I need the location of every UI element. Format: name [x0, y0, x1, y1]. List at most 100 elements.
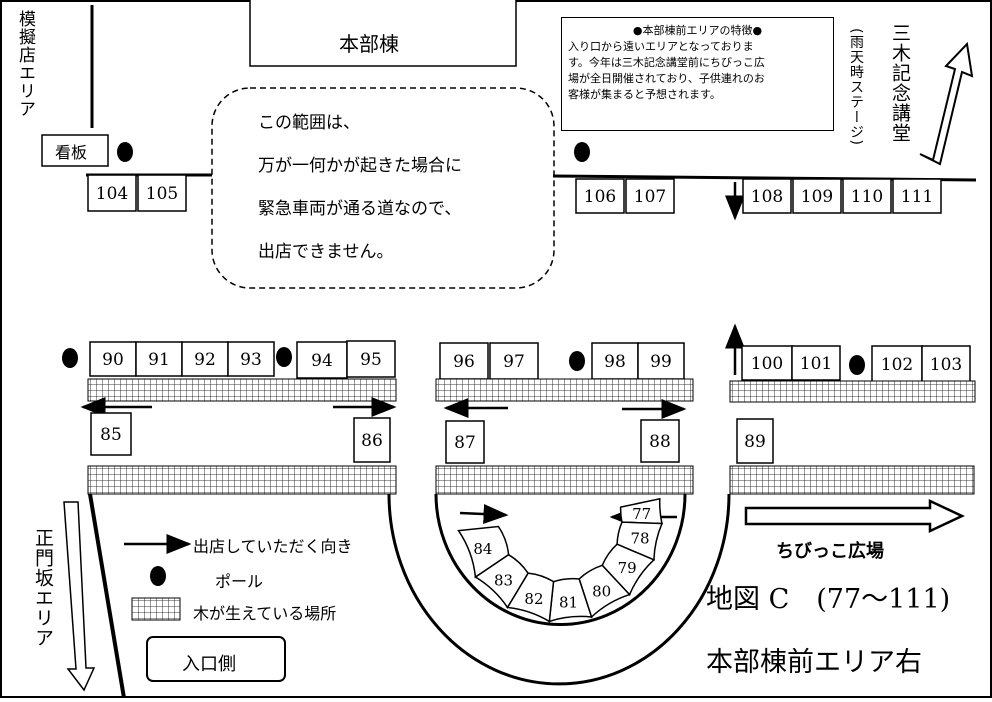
legend-pole-marker — [150, 566, 166, 586]
map-title: 地図 C (77～111) — [706, 584, 951, 615]
tree-strip-c — [729, 380, 976, 403]
booth-number-101: 101 — [800, 354, 832, 374]
entrance-label: 入口側 — [182, 654, 236, 675]
feature-line-1: 入り口から遠いエリアとなっておりま — [568, 40, 754, 53]
diagonal-road-edge — [88, 493, 126, 699]
map-subtitle: 本部棟前エリア右 — [706, 647, 922, 678]
signboard-box — [41, 134, 109, 167]
booth-number-110: 110 — [851, 187, 883, 207]
feature-line-3: 場が全日開催されており、子供連れのお — [568, 72, 765, 85]
booth-number-102: 102 — [881, 355, 913, 375]
area-feature-box: ●本部棟前エリアの特徴● 入り口から遠いエリアとなっておりま す。今年は三木記念… — [561, 17, 834, 131]
booth-104 — [87, 174, 137, 212]
booth-number-82: 82 — [524, 590, 543, 608]
legend-direction-label: 出店していただく向き — [193, 537, 353, 556]
booth-number-91: 91 — [148, 350, 170, 370]
notice-line-3: 緊急車両が通る道なので、 — [258, 199, 462, 219]
pole-marker — [574, 142, 590, 162]
booth-number-83: 83 — [494, 571, 513, 589]
booth-number-80: 80 — [592, 583, 611, 601]
u-road-outer — [387, 493, 731, 686]
pole-marker — [62, 348, 78, 368]
booth-109 — [792, 178, 842, 214]
pole-marker — [117, 142, 133, 162]
booth-number-111: 111 — [901, 187, 933, 207]
miki-hall-label: 三木記念講堂 — [889, 23, 911, 143]
pole-marker — [276, 347, 292, 367]
booth-number-85: 85 — [100, 425, 122, 445]
booth-102 — [871, 345, 923, 383]
u-road-inner — [434, 493, 687, 627]
booth-number-100: 100 — [751, 354, 783, 374]
seimon-direction-arrow — [63, 501, 96, 692]
feature-line-2: す。今年は三木記念講堂前にちびっこ広 — [568, 56, 765, 69]
booth-94 — [296, 341, 348, 379]
tree-strip-b2 — [435, 465, 694, 495]
seimon-area-label: 正門坂エリア — [32, 528, 54, 648]
no-stall-zone — [211, 87, 555, 289]
booth-number-87: 87 — [454, 433, 476, 453]
booth-84 — [457, 525, 510, 579]
pole-marker — [569, 351, 585, 371]
booth-number-104: 104 — [96, 184, 128, 204]
feature-line-4: 客様が集まると予想されます。 — [568, 88, 721, 101]
tree-strip-a — [87, 378, 397, 402]
booth-number-92: 92 — [194, 350, 216, 370]
booth-110 — [842, 178, 892, 214]
booth-number-79: 79 — [618, 559, 637, 577]
booth-90 — [89, 341, 137, 377]
notice-line-4: 出店できません。 — [258, 242, 394, 262]
booth-number-97: 97 — [503, 352, 525, 372]
booth-number-94: 94 — [311, 351, 333, 371]
feature-heading: ●本部棟前エリアの特徴● — [632, 24, 763, 37]
tree-strip-c2 — [729, 465, 975, 495]
booth-86 — [353, 417, 391, 463]
miki-direction-arrow — [919, 41, 974, 166]
booth-101 — [791, 345, 841, 381]
booth-100 — [741, 345, 793, 381]
legend-tree-swatch — [131, 597, 181, 621]
booth-98 — [591, 342, 639, 380]
pole-marker — [849, 355, 865, 375]
kids-plaza-arrow — [744, 499, 965, 533]
booth-number-105: 105 — [146, 184, 178, 204]
booth-107 — [625, 178, 675, 214]
honbu-building-label: 本部棟 — [339, 32, 399, 56]
booth-number-88: 88 — [649, 432, 671, 452]
booth-111 — [892, 178, 942, 214]
booth-105 — [137, 174, 187, 212]
booth-number-103: 103 — [930, 355, 962, 375]
entrance-box — [146, 636, 286, 682]
booth-number-109: 109 — [801, 187, 833, 207]
notice-line-2: 万が一何かが起きた場合に — [258, 156, 462, 176]
tree-strip-b — [435, 378, 694, 402]
mogiten-area-label: 模擬店エリア — [15, 10, 35, 118]
booth-number-77: 77 — [632, 505, 651, 523]
booth-number-107: 107 — [634, 187, 666, 207]
booth-89 — [736, 418, 774, 464]
honbu-building — [249, 0, 517, 67]
direction-arrow-right — [459, 504, 509, 525]
tree-strip-a2 — [87, 465, 397, 495]
booth-96 — [439, 342, 489, 380]
booth-number-108: 108 — [751, 187, 783, 207]
legend-trees-label: 木が生えている場所 — [193, 604, 337, 623]
rain-stage-label: (雨天時ステージ) — [848, 28, 864, 146]
booth-number-93: 93 — [240, 350, 262, 370]
booth-85 — [90, 412, 132, 456]
booth-87 — [445, 420, 485, 464]
booth-number-90: 90 — [102, 350, 124, 370]
booth-number-106: 106 — [584, 187, 616, 207]
booth-number-99: 99 — [650, 352, 672, 372]
booth-95 — [346, 340, 396, 378]
booth-number-86: 86 — [361, 431, 383, 451]
booth-number-96: 96 — [453, 352, 475, 372]
booth-93 — [227, 341, 275, 377]
booth-number-78: 78 — [631, 530, 650, 548]
booth-108 — [742, 178, 792, 214]
booth-number-84: 84 — [473, 540, 492, 558]
booth-number-95: 95 — [360, 350, 382, 370]
booth-106 — [575, 178, 625, 214]
